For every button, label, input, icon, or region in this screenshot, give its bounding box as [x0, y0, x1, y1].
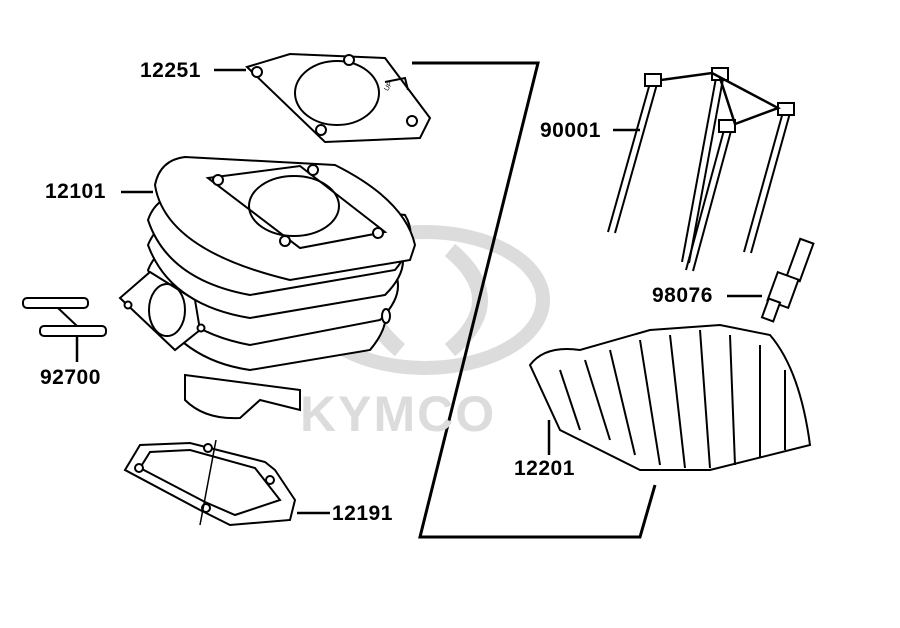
- part-label-92700[interactable]: 92700: [40, 366, 101, 389]
- kymco-watermark-text: KYMCO: [300, 386, 497, 442]
- stud-bolts-drawing: [22, 297, 107, 337]
- cylinder-drawing: [118, 155, 417, 420]
- part-label-12101[interactable]: 12101: [45, 180, 106, 203]
- part-label-12201[interactable]: 12201: [514, 457, 575, 480]
- part-label-12191[interactable]: 12191: [332, 502, 393, 525]
- part-label-90001[interactable]: 90001: [540, 119, 601, 142]
- head-gasket-drawing: [245, 52, 432, 144]
- assembly-bracket: [412, 61, 657, 539]
- part-label-12251[interactable]: 12251: [140, 59, 201, 82]
- leader-lines: [75, 68, 762, 515]
- part-label-98076[interactable]: 98076: [652, 284, 713, 307]
- head-bolts-drawing: [607, 67, 795, 272]
- spark-plug-drawing: [760, 237, 815, 323]
- base-gasket-drawing: [123, 439, 297, 527]
- cylinder-head-drawing: [528, 323, 812, 471]
